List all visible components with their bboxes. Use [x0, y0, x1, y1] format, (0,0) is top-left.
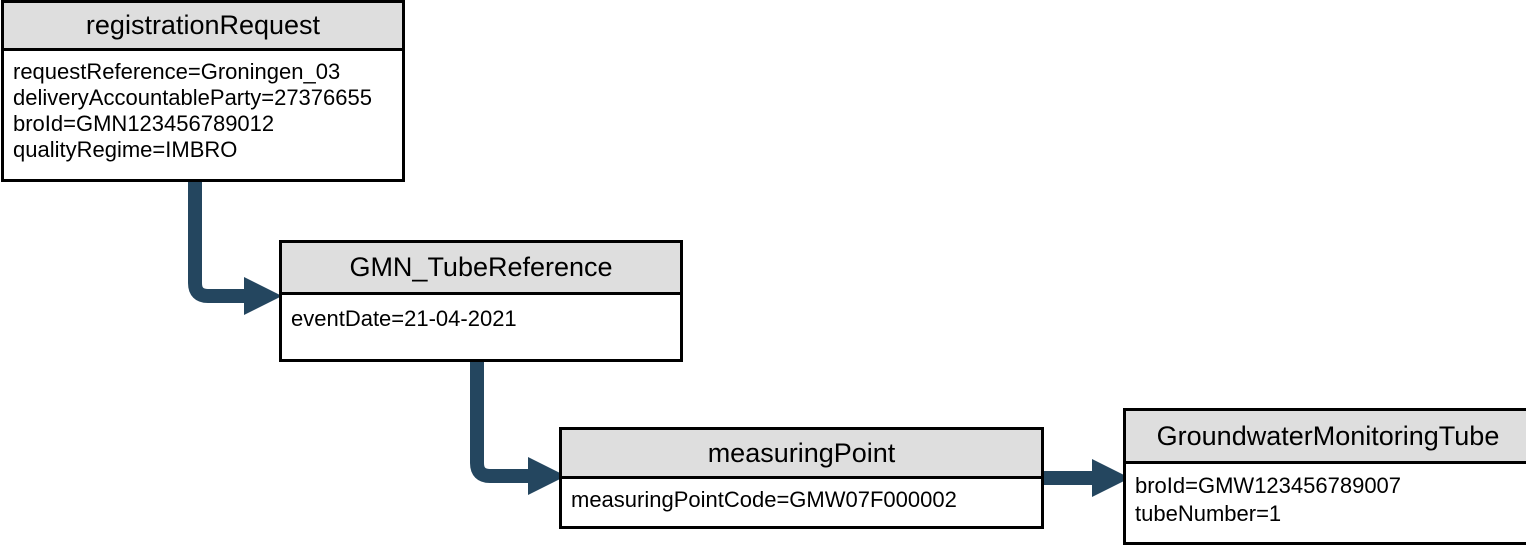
edge-measuring-point-to-groundwater-monitoring-tube [1040, 455, 1132, 501]
node-registration-request-body: requestReference=Groningen_03 deliveryAc… [4, 51, 402, 163]
node-gmn-tube-reference-title: GMN_TubeReference [349, 252, 613, 282]
node-gmn-tube-reference[interactable]: GMN_TubeReference eventDate=21-04-2021 [279, 240, 683, 362]
node-registration-request-title: registrationRequest [85, 10, 321, 40]
attribute-tube-number: tubeNumber=1 [1135, 501, 1282, 526]
attribute-bro-id: broId=GMN123456789012 [13, 111, 275, 136]
attribute-delivery-accountable-party: deliveryAccountableParty=27376655 [13, 85, 372, 110]
edge-line [470, 358, 534, 483]
node-groundwater-monitoring-tube-header: GroundwaterMonitoringTube [1126, 411, 1526, 464]
attribute-quality-regime: qualityRegime=IMBRO [13, 137, 238, 162]
attribute-request-reference: requestReference=Groningen_03 [13, 59, 341, 84]
edge-line [188, 178, 250, 303]
node-measuring-point-header: measuringPoint [562, 430, 1041, 479]
node-measuring-point-body: measuringPointCode=GMW07F000002 [562, 479, 1041, 513]
node-gmn-tube-reference-body: eventDate=21-04-2021 [282, 295, 680, 332]
node-registration-request-header: registrationRequest [4, 3, 402, 51]
node-measuring-point-title: measuringPoint [707, 437, 896, 468]
node-groundwater-monitoring-tube-title: GroundwaterMonitoringTube [1156, 420, 1500, 451]
node-registration-request[interactable]: registrationRequest requestReference=Gro… [1, 0, 405, 182]
node-gmn-tube-reference-header: GMN_TubeReference [282, 243, 680, 295]
edge-gmn-tube-reference-to-measuring-point [458, 358, 573, 495]
node-measuring-point[interactable]: measuringPoint measuringPointCode=GMW07F… [559, 427, 1044, 529]
node-groundwater-monitoring-tube[interactable]: GroundwaterMonitoringTube broId=GMW12345… [1123, 408, 1526, 545]
attribute-measuring-point-code: measuringPointCode=GMW07F000002 [571, 487, 957, 512]
node-groundwater-monitoring-tube-body: broId=GMW123456789007 tubeNumber=1 [1126, 464, 1526, 528]
edge-registration-request-to-gmn-tube-reference [178, 178, 288, 315]
attribute-tube-bro-id: broId=GMW123456789007 [1135, 473, 1402, 498]
arrowhead-icon [244, 277, 282, 315]
attribute-event-date: eventDate=21-04-2021 [291, 306, 517, 331]
